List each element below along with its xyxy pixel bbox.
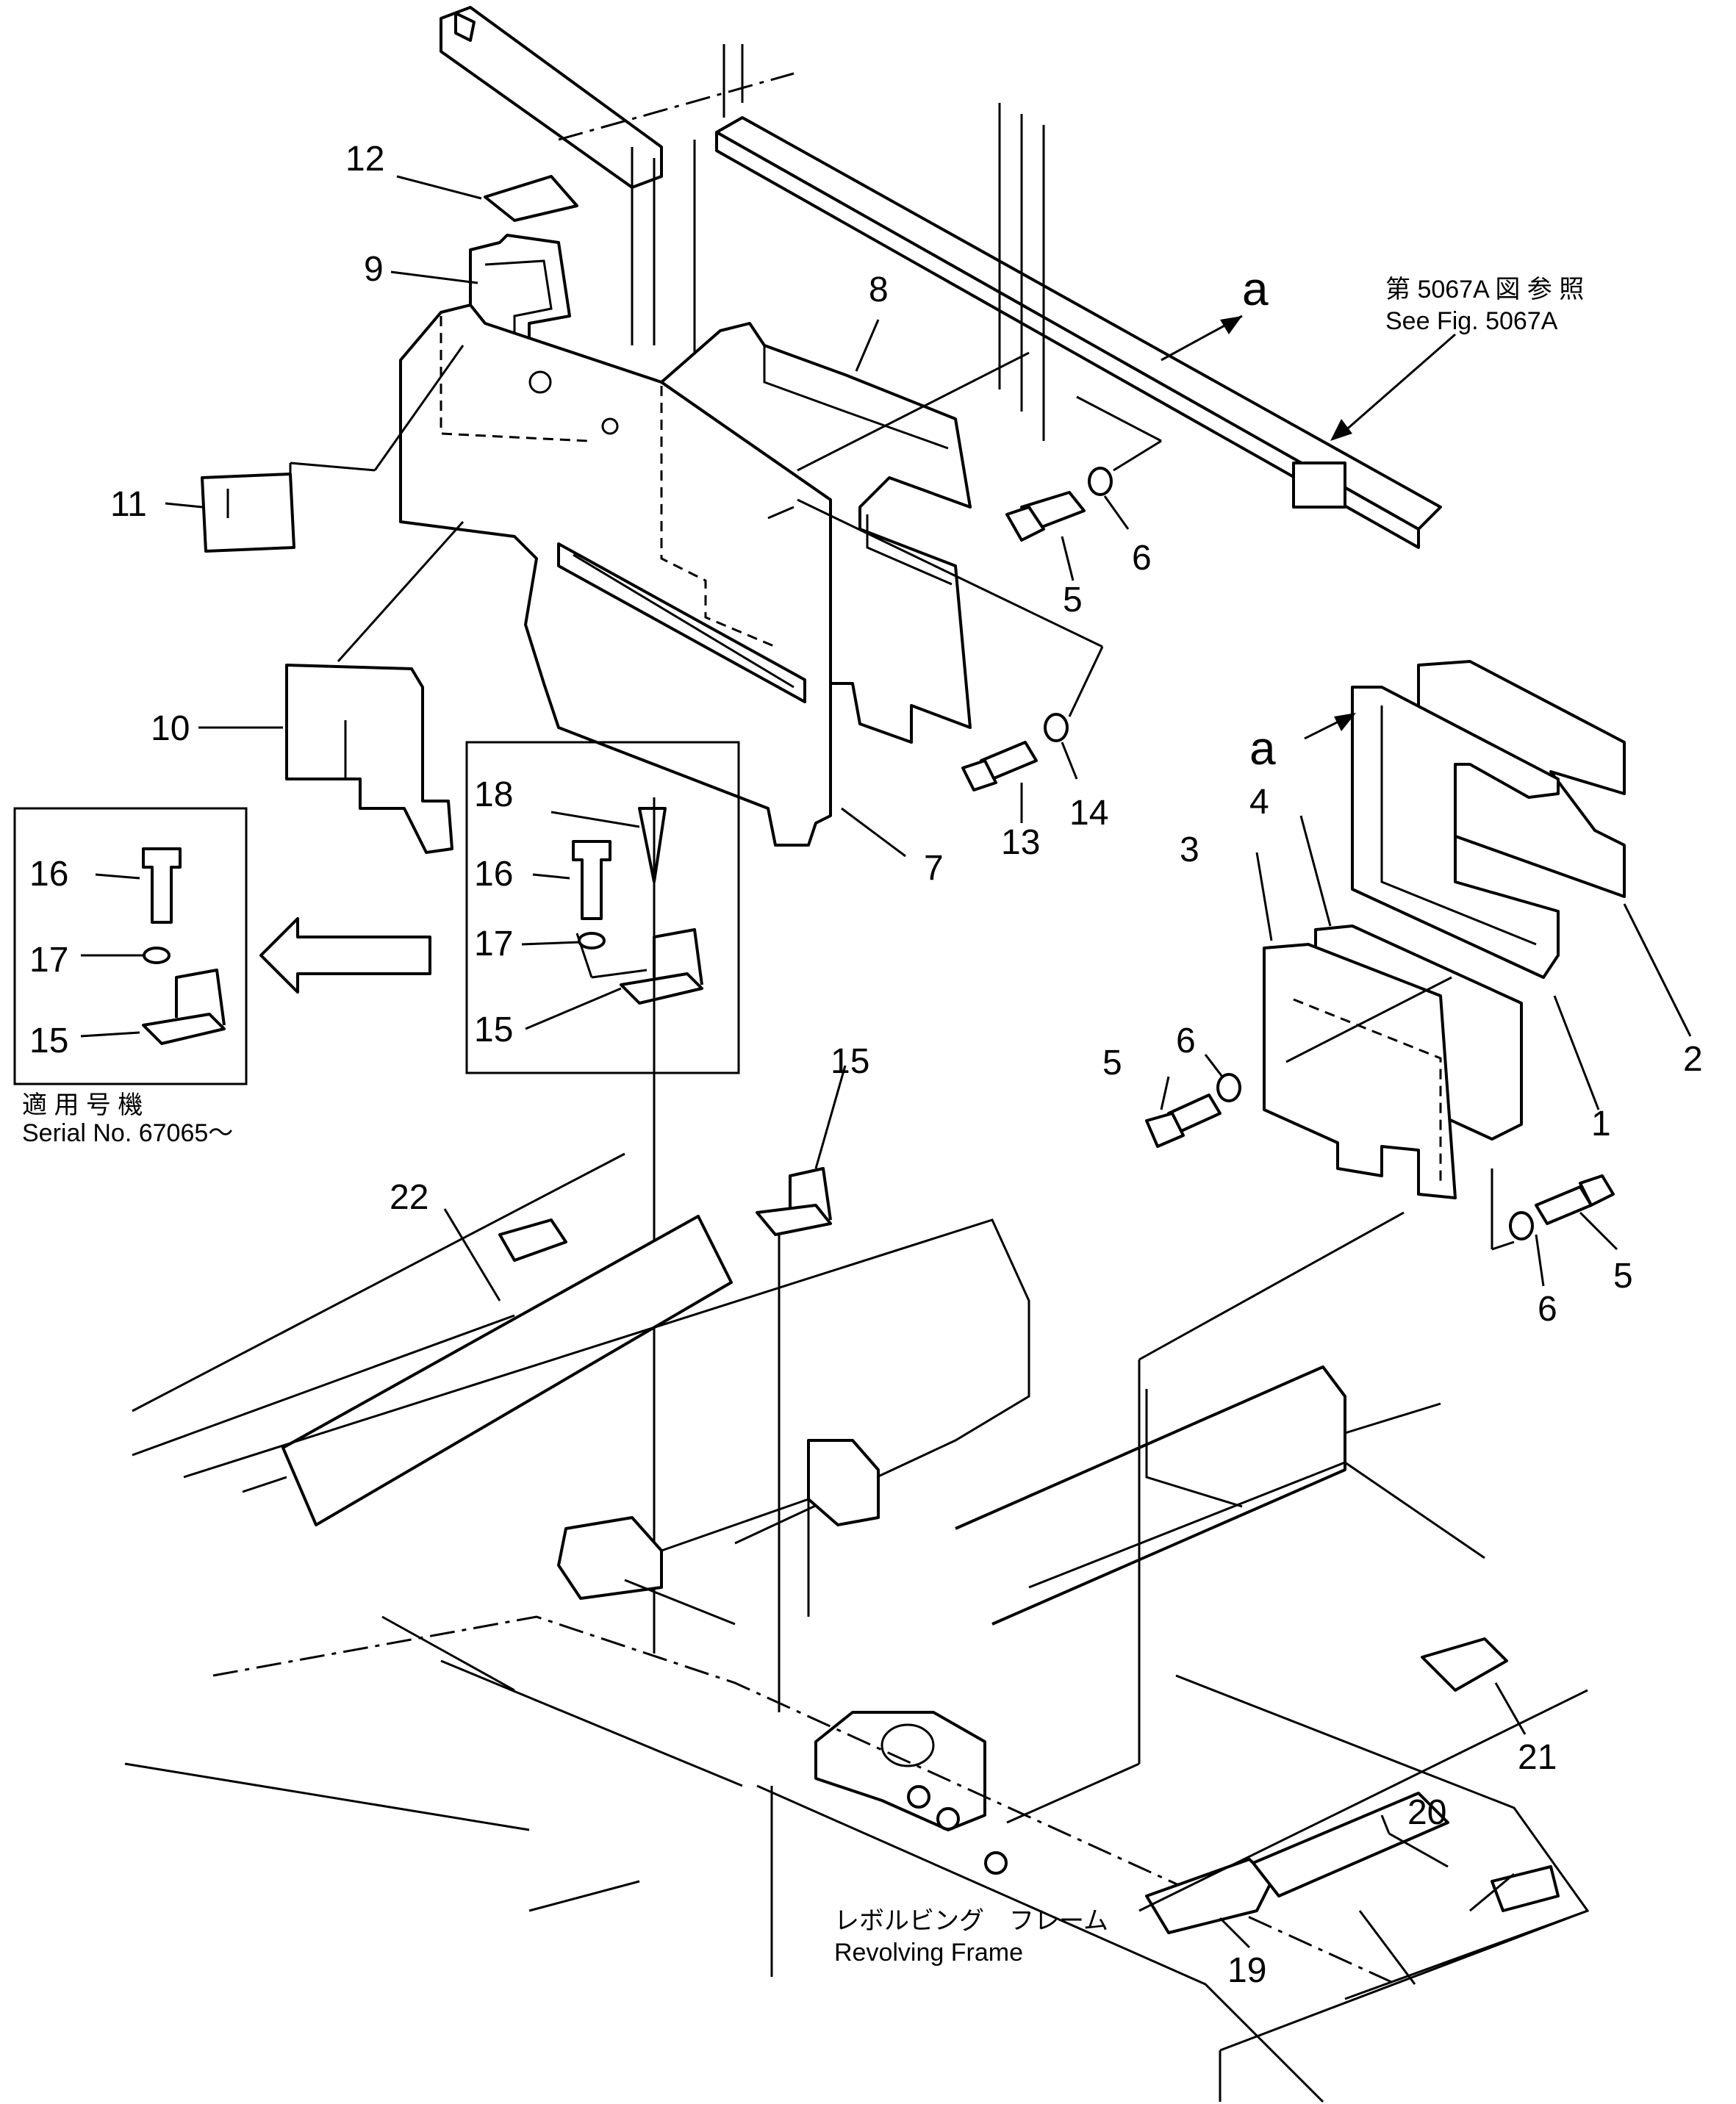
callout-11: 11	[110, 485, 147, 524]
clip-15-left	[142, 969, 226, 1045]
serial-note-en: Serial No. 67065～	[22, 1119, 233, 1147]
washer-14	[1044, 713, 1069, 742]
reference-arrows	[1161, 315, 1456, 740]
callout-13: 13	[1001, 823, 1040, 862]
part-20	[1252, 1792, 1449, 1897]
callout-21: 21	[1518, 1738, 1557, 1777]
revolving-frame	[124, 1152, 1590, 2103]
clip-15-loose	[756, 1167, 832, 1236]
roof-frame	[440, 6, 1442, 549]
bolt-5-upper	[1005, 491, 1086, 542]
callout-3: 3	[1180, 830, 1199, 869]
callout-17-left: 17	[29, 941, 68, 980]
callout-16-center: 16	[474, 855, 513, 894]
callout-16-left: 16	[29, 855, 68, 894]
callout-9: 9	[364, 250, 384, 289]
callout-7: 7	[924, 849, 944, 888]
part-21	[1421, 1637, 1508, 1692]
part-12	[484, 175, 578, 222]
detail-box-center	[465, 741, 740, 1074]
callout-5-upper: 5	[1063, 581, 1083, 620]
callout-15-left: 15	[29, 1022, 68, 1060]
callout-14: 14	[1069, 794, 1108, 833]
bolt-5-mid	[1145, 1094, 1222, 1148]
washer-6-mid	[1216, 1073, 1241, 1102]
part-19	[1145, 1858, 1273, 1934]
leader-lines	[80, 175, 1692, 1985]
callout-15-loose: 15	[831, 1042, 869, 1081]
callout-6-mid: 6	[1176, 1022, 1196, 1060]
callout-22: 22	[390, 1178, 428, 1217]
screw-18	[638, 807, 667, 883]
clip-15-center	[620, 928, 703, 1005]
callout-17-center: 17	[474, 924, 513, 963]
part-22	[281, 1215, 733, 1526]
part-10	[285, 664, 453, 854]
callout-10: 10	[151, 709, 190, 748]
guide-lines	[289, 345, 1515, 1824]
detail-box-left	[13, 807, 248, 1085]
callout-19: 19	[1227, 1951, 1266, 1990]
callout-18: 18	[474, 775, 513, 814]
callout-labels: 12 9 11 10 8 7 18 16 17 15 16 17 15 5 6 …	[29, 140, 1703, 1990]
callout-5-low: 5	[1613, 1257, 1633, 1296]
view-marker-a-right: a	[1249, 722, 1276, 775]
frame-label-en: Revolving Frame	[834, 1939, 1023, 1967]
callout-4: 4	[1249, 783, 1269, 822]
part-11	[201, 473, 295, 553]
callout-5-mid: 5	[1102, 1044, 1122, 1082]
bolt-16-left	[142, 847, 182, 924]
callout-20: 20	[1407, 1793, 1446, 1832]
view-marker-a-top: a	[1242, 262, 1269, 315]
washer-17-center	[578, 932, 606, 949]
callout-8: 8	[869, 270, 889, 309]
washer-6-upper	[1088, 467, 1113, 496]
callout-6-upper: 6	[1132, 539, 1152, 578]
reference-note-jp: 第 5067A 図 参 照	[1385, 276, 1584, 304]
bolt-16-center	[572, 840, 611, 920]
bolt-13	[961, 741, 1038, 791]
callout-15-center: 15	[474, 1010, 513, 1049]
direction-arrow	[259, 917, 431, 994]
callout-2: 2	[1683, 1040, 1703, 1079]
washer-17-left	[143, 947, 171, 964]
part-1	[1351, 686, 1560, 979]
callout-1: 1	[1591, 1105, 1611, 1143]
callout-12: 12	[345, 140, 384, 179]
frame-label-jp: レボルビング フレーム	[834, 1907, 1108, 1935]
serial-note-jp: 適 用 号 機	[22, 1091, 143, 1119]
callout-6-low: 6	[1538, 1290, 1557, 1329]
bolt-5-low	[1535, 1174, 1615, 1225]
washer-6-low	[1509, 1211, 1534, 1241]
reference-note-en: See Fig. 5067A	[1385, 307, 1558, 335]
